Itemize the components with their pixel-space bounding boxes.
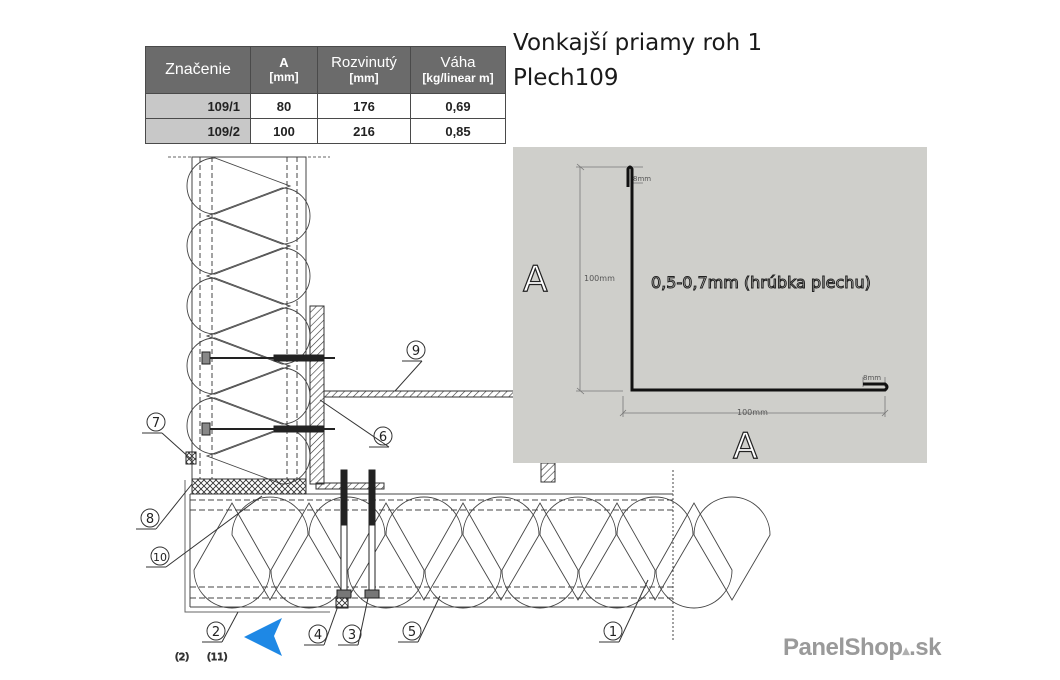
footnote-mark: (11) (207, 652, 228, 663)
insulation-loop (693, 496, 771, 601)
footnote-mark: (2) (175, 652, 189, 663)
dim-hem-top: 8mm (633, 175, 651, 183)
cell-weight: 0,85 (410, 118, 506, 144)
steel-post (540, 462, 556, 483)
brand-flame-icon: ▴ (902, 642, 910, 658)
callout-5: 5 (398, 595, 441, 643)
insulation-loop (205, 427, 311, 485)
insulation-loop (193, 502, 271, 609)
callout-label: 1 (609, 625, 617, 640)
insulation-loop (539, 496, 617, 601)
spec-table-header-row: Značenie A[mm] Rozvinutý[mm] Váha[kg/lin… (145, 46, 506, 94)
profile-panel: 100mm 100mm 8mm 8mm 0,5-0,7mm (hrúbka pl… (513, 147, 927, 468)
dim-hem-right: 8mm (863, 374, 881, 382)
table-row: 109/1 80 176 0,69 (145, 93, 506, 119)
insulation-loop (205, 187, 311, 245)
steel-angle-horizontal (315, 482, 385, 490)
callout-label: 7 (152, 416, 160, 431)
insulation-loop (424, 502, 502, 609)
cell-weight: 0,69 (410, 93, 506, 119)
sheet-profile (626, 165, 889, 392)
header-developed: Rozvinutý[mm] (317, 46, 411, 94)
label-a-vertical: A (523, 259, 548, 300)
cell-a: 100 (250, 118, 318, 144)
callout-label: 10 (153, 551, 167, 564)
insulation-loop (347, 502, 425, 609)
label-a-horizontal: A (733, 426, 758, 463)
callout-4: 4 (304, 605, 339, 646)
callout-3: 3 (338, 597, 369, 646)
callout-6: 6 (319, 399, 393, 448)
insulation-loop (205, 367, 311, 425)
insulation-loop (186, 217, 292, 275)
insulation-loop (270, 502, 348, 609)
callout-label: 5 (408, 625, 416, 640)
insulation-loop (578, 502, 656, 609)
callout-label: 9 (412, 344, 420, 359)
callout-2: 2 (202, 611, 239, 643)
table-row: 109/2 100 216 0,85 (145, 118, 506, 144)
cell-code: 109/1 (145, 93, 251, 119)
insulation-loop (231, 496, 309, 601)
insulation-loop (186, 157, 292, 215)
callout-label: 3 (348, 628, 356, 643)
callout-label: 4 (314, 628, 322, 643)
screws (185, 351, 380, 609)
insulation-loop (462, 496, 540, 601)
callout-1: 1 (599, 579, 649, 643)
callout-9: 9 (394, 340, 426, 392)
cell-developed: 216 (317, 118, 411, 144)
callout-label: 6 (379, 430, 387, 445)
callout-7: 7 (142, 412, 193, 461)
callout-label: 2 (212, 625, 220, 640)
horizontal-sandwich-panel (184, 470, 674, 640)
insulation-loop (308, 496, 386, 601)
insulation-loop (655, 502, 733, 609)
insulation-loop (186, 277, 292, 335)
header-weight: Váha[kg/linear m] (410, 46, 506, 94)
header-designation: Značenie (145, 46, 251, 94)
title-line-2: Plech109 (513, 65, 619, 91)
steel-angle-vertical (309, 305, 325, 485)
thickness-note: 0,5-0,7mm (hrúbka plechu) (651, 273, 871, 292)
cell-developed: 176 (317, 93, 411, 119)
callout-10: 10 (146, 495, 263, 568)
insulation-loop (186, 337, 292, 395)
page-title: Vonkajší priamy roh 1 Plech109 (513, 26, 762, 96)
callout-8: 8 (136, 483, 193, 530)
insulation-loop (186, 397, 292, 455)
callout-label: 8 (146, 512, 154, 527)
steel-beam (323, 390, 515, 398)
support-pad (191, 478, 307, 495)
title-line-1: Vonkajší priamy roh 1 (513, 30, 763, 56)
dim-vertical: 100mm (584, 274, 615, 283)
brand-logo: PanelShop▴.sk (783, 634, 941, 661)
insulation-loop (501, 502, 579, 609)
insulation-loop (385, 496, 463, 601)
profile-drawing: 100mm 100mm 8mm 8mm 0,5-0,7mm (hrúbka pl… (522, 163, 889, 468)
dim-horizontal: 100mm (737, 408, 768, 417)
insulation-loop (205, 247, 311, 305)
cursor-arrow-icon (244, 618, 282, 656)
insulation-pattern (193, 496, 771, 609)
insulation-loop (616, 496, 694, 601)
spec-table: Značenie A[mm] Rozvinutý[mm] Váha[kg/lin… (145, 46, 506, 144)
